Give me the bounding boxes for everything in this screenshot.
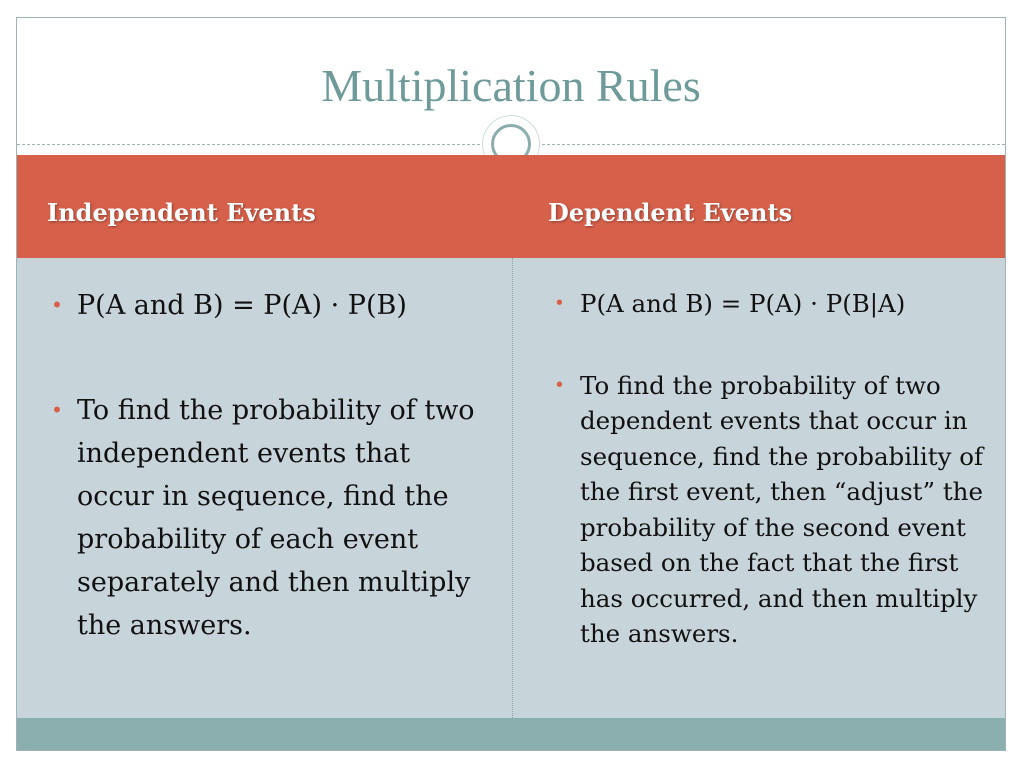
independent-column: • P(A and B) = P(A) · P(B) • To find the… <box>49 284 489 647</box>
bullet-icon: • <box>51 293 63 317</box>
column-divider <box>512 258 513 718</box>
list-item: • To find the probability of two depende… <box>552 368 992 652</box>
list-item: • P(A and B) = P(A) · P(B|A) <box>552 286 992 322</box>
slide: Multiplication Rules Independent Events … <box>16 17 1006 751</box>
bullet-text: P(A and B) = P(A) · P(B|A) <box>580 289 906 318</box>
bullet-icon: • <box>51 398 63 422</box>
list-item: • P(A and B) = P(A) · P(B) <box>49 284 489 327</box>
column-heading-independent: Independent Events <box>47 198 316 227</box>
header-band <box>17 155 1005 258</box>
bullet-icon: • <box>554 374 565 396</box>
bullet-text: To find the probability of two independe… <box>77 395 475 641</box>
bullet-text: P(A and B) = P(A) · P(B) <box>77 290 407 321</box>
bullet-icon: • <box>554 293 565 314</box>
content-band <box>17 258 1005 718</box>
footer-band <box>17 718 1005 750</box>
slide-title: Multiplication Rules <box>321 60 701 111</box>
list-item: • To find the probability of two indepen… <box>49 389 489 647</box>
column-heading-dependent: Dependent Events <box>548 198 793 227</box>
dependent-column: • P(A and B) = P(A) · P(B|A) • To find t… <box>552 286 992 652</box>
bullet-text: To find the probability of two dependent… <box>580 370 984 649</box>
